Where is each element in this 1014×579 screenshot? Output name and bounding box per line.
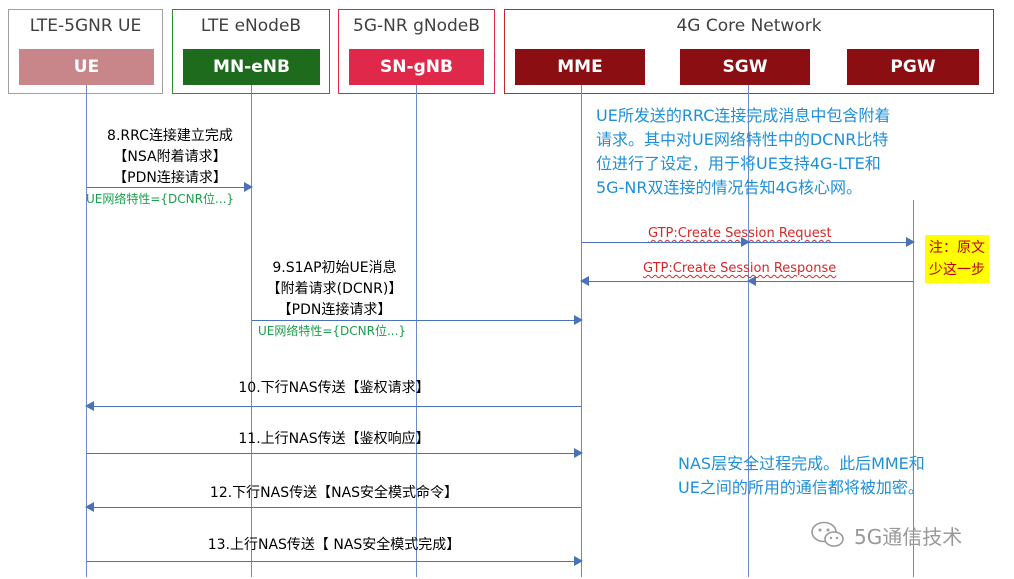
msg-8-label: 8.RRC连接建立完成 【NSA附着请求】 【PDN连接请求】 <box>88 126 252 189</box>
msg-8-arrow <box>87 182 253 192</box>
msg-10-arrow <box>85 401 581 411</box>
gtp-request-text: GTP:Create Session Request <box>648 226 832 241</box>
entity-sgw: SGW <box>680 49 810 85</box>
lifeline-sn-gnb <box>416 85 417 577</box>
gtp-request-label: GTP:Create Session Request <box>648 223 832 244</box>
group-core: 4G Core Network <box>504 9 994 94</box>
group-ue-title: LTE-5GNR UE <box>29 16 142 36</box>
gtp-response-arrow-pgw-sgw <box>747 276 913 286</box>
watermark-text: 5G通信技术 <box>854 524 963 549</box>
msg-9-line-1: 9.S1AP初始UE消息 <box>272 260 397 276</box>
entity-pgw: PGW <box>847 49 979 85</box>
msg-13-label: 13.上行NAS传送【 NAS安全模式完成】 <box>207 537 461 553</box>
lifeline-mme <box>581 85 582 577</box>
note-dcnr-line-4: 5G-NR双连接的情况告知4G核心网。 <box>596 178 863 197</box>
group-enodeb-title: LTE eNodeB <box>200 16 302 36</box>
msg-13-arrow <box>87 556 583 566</box>
lifeline-sgw <box>748 85 749 577</box>
entity-mn-enb: MN-eNB <box>183 49 320 85</box>
entity-ue: UE <box>19 49 154 85</box>
note-missing-step: 注：原文 少这一步 <box>925 235 989 283</box>
lifeline-ue <box>86 85 87 577</box>
msg-12-arrow <box>85 502 581 512</box>
note-dcnr-line-3: 位进行了设定，用于将UE支持4G-LTE和 <box>596 154 881 173</box>
entity-mme: MME <box>515 49 645 85</box>
gtp-request-arrow-mme-sgw <box>582 237 750 247</box>
lifeline-pgw <box>913 200 914 577</box>
note-nas-line-2: UE之间的所用的通信都将被加密。 <box>678 478 924 497</box>
msg-9-line-3: 【PDN连接请求】 <box>277 302 392 318</box>
gtp-request-arrow-sgw-pgw <box>749 237 915 247</box>
note-nas-line-1: NAS层安全过程完成。此后MME和 <box>678 454 925 473</box>
msg-11-label: 11.上行NAS传送【鉴权响应】 <box>238 431 430 447</box>
msg-11-arrow <box>87 448 583 458</box>
note-dcnr-line-2: 请求。其中对UE网络特性中的DCNR比特 <box>596 130 889 149</box>
msg-8-line-1: 8.RRC连接建立完成 <box>107 128 233 144</box>
group-core-title: 4G Core Network <box>676 16 822 36</box>
wechat-icon <box>811 521 844 547</box>
note-missing-step-line-1: 注：原文 <box>929 240 985 256</box>
gtp-response-arrow-sgw-mme <box>580 276 748 286</box>
note-dcnr-line-1: UE所发送的RRC连接完成消息中包含附着 <box>596 106 891 125</box>
msg-9-sub: UE网络特性={DCNR位...} <box>258 324 407 338</box>
lifeline-mn-enb <box>251 85 252 577</box>
msg-8-line-2: 【NSA附着请求】 <box>113 149 227 165</box>
msg-12-label: 12.下行NAS传送【NAS安全模式命令】 <box>209 485 459 501</box>
msg-8-sub: UE网络特性={DCNR位...} <box>86 192 235 206</box>
entity-sn-gnb: SN-gNB <box>349 49 484 85</box>
msg-9-arrow <box>252 315 583 325</box>
watermark: 5G通信技术 <box>810 520 962 550</box>
gtp-response-label: GTP:Create Session Response <box>643 258 836 279</box>
msg-9-line-2: 【附着请求(DCNR)】 <box>266 281 403 297</box>
msg-9-label: 9.S1AP初始UE消息 【附着请求(DCNR)】 【PDN连接请求】 <box>252 258 417 321</box>
group-ue: LTE-5GNR UE <box>8 9 163 94</box>
note-dcnr: UE所发送的RRC连接完成消息中包含附着 请求。其中对UE网络特性中的DCNR比… <box>596 104 890 200</box>
msg-8-line-3: 【PDN连接请求】 <box>113 170 227 186</box>
group-gnodeb-title: 5G-NR gNodeB <box>353 16 480 36</box>
note-missing-step-line-2: 少这一步 <box>929 262 985 278</box>
gtp-response-text: GTP:Create Session Response <box>643 261 837 276</box>
note-nas-security: NAS层安全过程完成。此后MME和 UE之间的所用的通信都将被加密。 <box>678 452 925 500</box>
msg-10-label: 10.下行NAS传送【鉴权请求】 <box>238 380 430 396</box>
